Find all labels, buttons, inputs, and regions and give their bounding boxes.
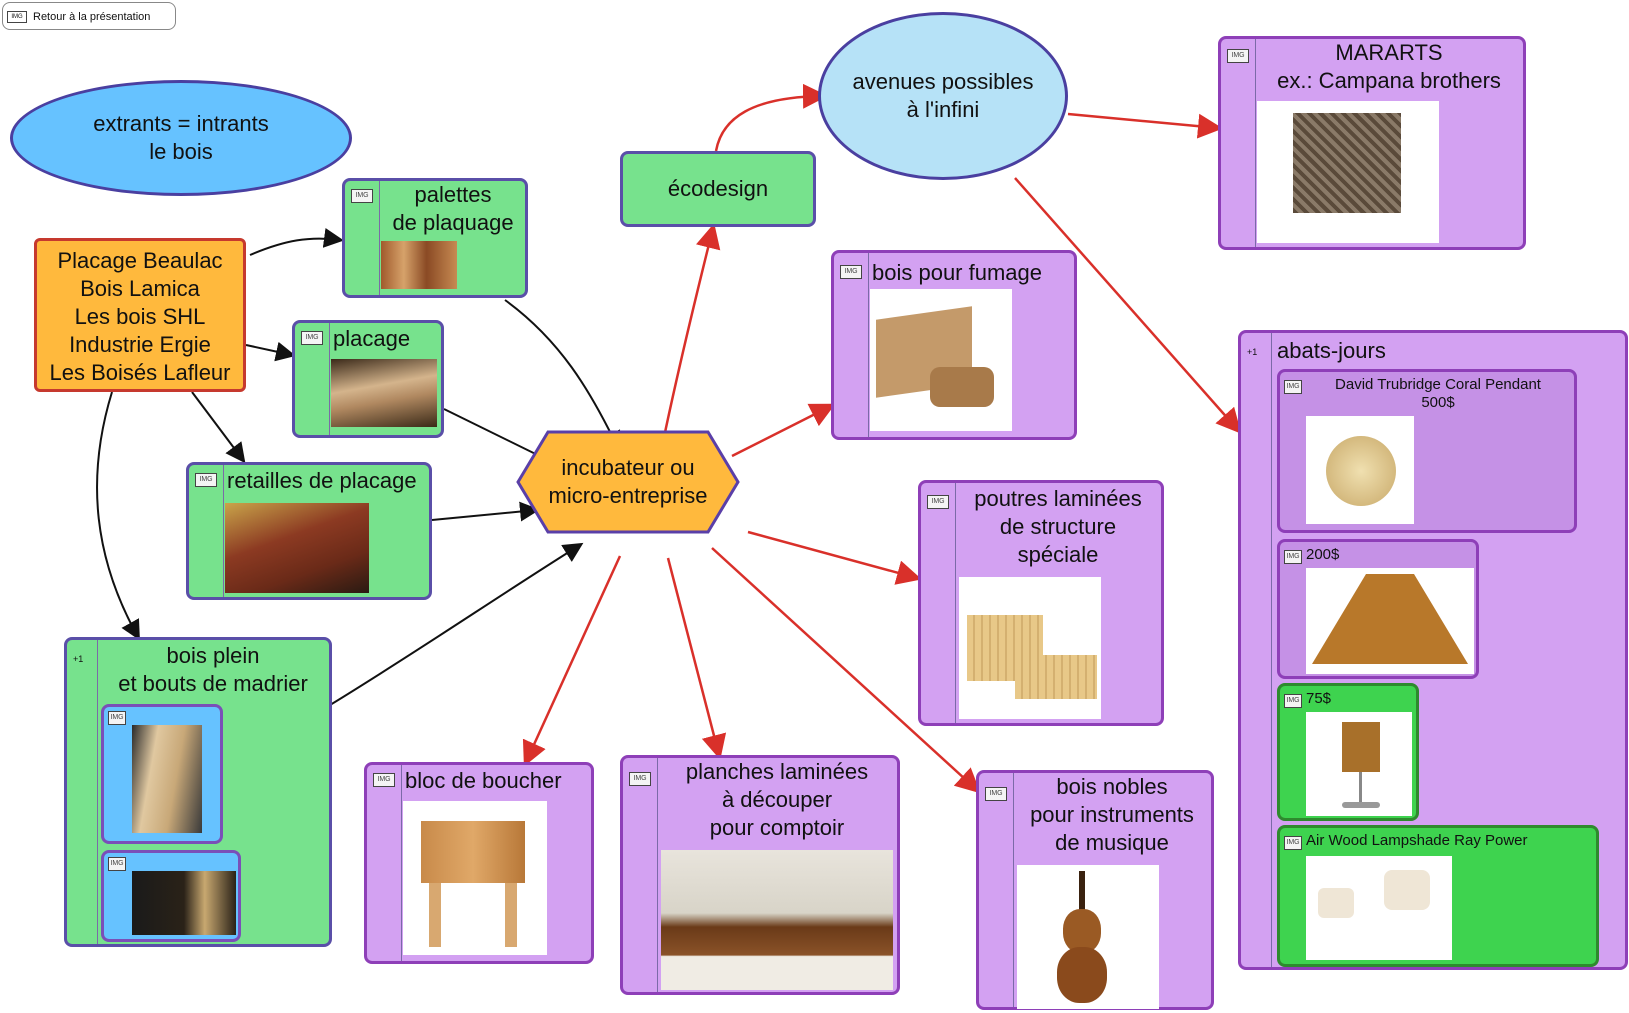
topic-avenues-possibles[interactable]: avenues possibles à l'infini	[818, 12, 1068, 180]
link-avenues-mararts	[1067, 112, 1223, 139]
palettes-label: palettes de plaquage	[392, 182, 514, 235]
image-tag-icon: IMG	[1227, 49, 1249, 63]
fumage-label: bois pour fumage	[872, 260, 1042, 285]
topic-bois-nobles[interactable]: IMG bois nobles pour instruments de musi…	[976, 770, 1214, 1010]
link-ecodesign-avenues	[714, 83, 828, 152]
smoking-wood-box-image	[870, 289, 1012, 431]
kitchen-countertop-image	[661, 850, 893, 990]
suppliers-label: Placage Beaulac Bois Lamica Les bois SHL…	[49, 248, 231, 385]
bois-plein-label: bois plein et bouts de madrier	[118, 643, 308, 696]
placage-label: placage	[333, 326, 411, 351]
lamp-card-75[interactable]: IMG 75$	[1277, 683, 1419, 821]
link-suppliers-placage	[245, 341, 296, 362]
image-tag-icon: IMG	[629, 772, 651, 786]
abats-jours-label: abats-jours	[1277, 338, 1386, 363]
poutres-label: poutres laminées de structure spéciale	[974, 486, 1142, 567]
topic-extrants-intrants[interactable]: extrants = intrants le bois	[10, 80, 352, 196]
bois-plein-image-card-1[interactable]: IMG	[101, 704, 223, 844]
link-center-fumage	[731, 403, 836, 458]
link-suppliers-retailles	[191, 391, 246, 464]
lamp-1-label: David Trubridge Coral Pendant 500$	[1335, 376, 1541, 411]
incubateur-label: incubateur ou micro-entreprise	[548, 455, 708, 508]
planches-label: planches laminées à découper pour compto…	[685, 759, 869, 840]
wood-table-lamp-image	[1306, 712, 1412, 816]
lamp-3-label: 75$	[1306, 690, 1332, 707]
image-tag-icon: IMG	[1284, 550, 1302, 564]
veneer-sheets-image	[331, 359, 437, 427]
link-center-bloc	[522, 555, 622, 767]
link-palettes-center	[504, 299, 621, 452]
back-to-presentation-button[interactable]: IMG Retour à la présentation	[2, 2, 176, 30]
topic-extrants-label: extrants = intrants le bois	[93, 111, 269, 164]
image-tag-icon: IMG	[840, 265, 862, 279]
image-tag-icon: IMG	[195, 473, 217, 487]
image-tag-icon: IMG	[108, 711, 126, 725]
topic-bloc-de-boucher[interactable]: IMG bloc de boucher	[364, 762, 594, 964]
topic-abats-jours[interactable]: +1 abats-jours IMG David Trubridge Coral…	[1238, 330, 1628, 970]
stacked-shade-image	[1306, 568, 1474, 674]
veneer-offcuts-image	[225, 503, 369, 593]
collapse-indicator[interactable]: +1	[1247, 347, 1258, 357]
coral-pendant-image	[1306, 416, 1414, 524]
link-center-poutres	[747, 530, 922, 585]
image-tag-icon: IMG	[927, 495, 949, 509]
image-tag-icon: IMG	[985, 787, 1007, 801]
topic-retailles-de-placage[interactable]: IMG retailles de placage	[186, 462, 432, 600]
veneer-stack-image	[381, 241, 457, 289]
topic-planches-laminees[interactable]: IMG planches laminées à découper pour co…	[620, 755, 900, 995]
campana-chair-image	[1257, 101, 1439, 243]
glulam-beams-image	[959, 577, 1101, 719]
violin-image	[1017, 865, 1159, 1009]
wood-blocks-image	[132, 871, 236, 935]
image-tag-icon: IMG	[108, 857, 126, 871]
ecodesign-label: écodesign	[667, 176, 769, 201]
topic-poutres-laminees[interactable]: IMG poutres laminées de structure spécia…	[918, 480, 1164, 726]
bois-plein-image-card-2[interactable]: IMG	[101, 850, 241, 942]
lamp-2-label: 200$	[1306, 546, 1340, 563]
topic-ecodesign[interactable]: écodesign	[620, 151, 816, 227]
link-suppliers-boisplein	[96, 391, 140, 641]
lumber-planks-image	[132, 725, 202, 833]
lamp-card-air-wood[interactable]: IMG Air Wood Lampshade Ray Power	[1277, 825, 1599, 967]
stacked-shade-drawing	[1312, 574, 1468, 664]
topic-mararts[interactable]: IMG MARARTS ex.: Campana brothers	[1218, 36, 1526, 250]
lamp-card-200[interactable]: IMG 200$	[1277, 539, 1479, 679]
topic-suppliers[interactable]: Placage Beaulac Bois Lamica Les bois SHL…	[34, 238, 246, 392]
image-tag-icon: IMG	[301, 331, 323, 345]
link-center-ecodesign	[661, 223, 721, 443]
collapse-indicator[interactable]: +1	[73, 654, 84, 664]
topic-bois-pour-fumage[interactable]: IMG bois pour fumage	[831, 250, 1077, 440]
topic-incubateur[interactable]: incubateur ou micro-entreprise	[514, 428, 742, 536]
back-button-label: Retour à la présentation	[33, 11, 151, 23]
bois-nobles-label: bois nobles pour instruments de musique	[1030, 774, 1194, 855]
mararts-label: MARARTS ex.: Campana brothers	[1277, 40, 1501, 93]
topic-placage[interactable]: IMG placage	[292, 320, 444, 438]
topic-avenues-label: avenues possibles à l'infini	[852, 69, 1034, 122]
link-suppliers-palettes	[249, 227, 344, 256]
retailles-label: retailles de placage	[227, 468, 417, 493]
image-tag-icon: IMG	[1284, 694, 1302, 708]
image-tag-icon: IMG	[1284, 380, 1302, 394]
slide-icon: IMG	[7, 11, 27, 23]
bloc-boucher-label: bloc de boucher	[405, 768, 562, 793]
image-tag-icon: IMG	[351, 189, 373, 203]
lamp-4-label: Air Wood Lampshade Ray Power	[1306, 832, 1528, 849]
image-tag-icon: IMG	[373, 773, 395, 787]
lamp-card-coral-pendant[interactable]: IMG David Trubridge Coral Pendant 500$	[1277, 369, 1577, 533]
link-center-planches	[666, 557, 727, 760]
topic-bois-plein[interactable]: +1 bois plein et bouts de madrier IMG IM…	[64, 637, 332, 947]
air-wood-lampshade-image	[1306, 856, 1452, 960]
butcher-block-image	[403, 801, 547, 955]
image-tag-icon: IMG	[1284, 836, 1302, 850]
topic-palettes-de-plaquage[interactable]: IMG palettes de plaquage	[342, 178, 528, 298]
